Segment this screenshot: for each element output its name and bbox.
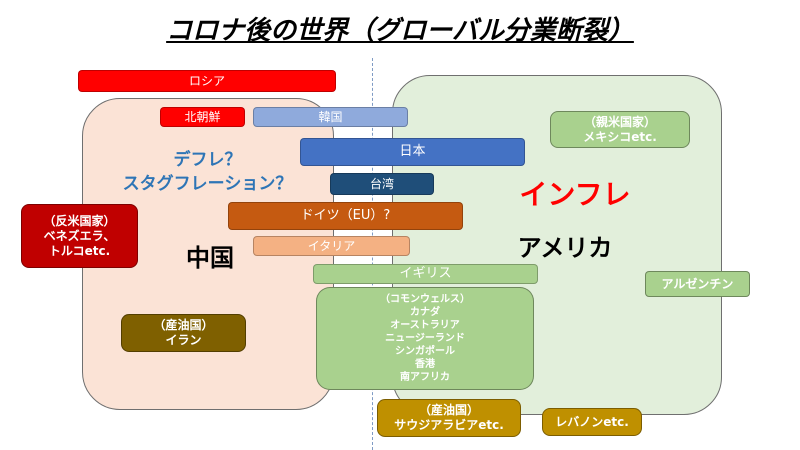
commonwealth-item: オーストラリア — [390, 320, 460, 331]
lebanon-label: レバノンetc. — [555, 414, 629, 429]
pro-us-item: メキシコetc. — [583, 129, 657, 144]
bar-japan: 日本 — [300, 138, 525, 166]
anti-us-item: トルコetc. — [48, 243, 111, 258]
bar-uk: イギリス — [313, 264, 538, 284]
page-title: コロナ後の世界（グローバル分業断裂） — [166, 16, 634, 46]
oil-iran-box: （産油国） イラン — [121, 314, 246, 352]
anti-us-header: （反米国家） — [43, 213, 116, 228]
commonwealth-item: シンガポール — [395, 346, 455, 357]
lebanon-box: レバノンetc. — [542, 408, 642, 436]
commonwealth-box: （コモンウェルス） カナダ オーストラリア ニュージーランド シンガポール 香港… — [316, 287, 534, 390]
bar-korea: 韓国 — [253, 107, 408, 127]
china-label: 中国 — [186, 244, 234, 272]
commonwealth-item: 香港 — [415, 359, 435, 370]
oil-iran-header: （産油国） — [153, 318, 214, 332]
china-status-line2: スタグフレーション？ — [122, 174, 293, 194]
oil-saudi-box: （産油国） サウジアラビアetc. — [377, 399, 521, 437]
oil-saudi-item: サウジアラビアetc. — [394, 418, 504, 432]
bar-italy: イタリア — [253, 236, 410, 256]
commonwealth-header: （コモンウェルス） — [380, 294, 470, 305]
oil-iran-item: イラン — [165, 333, 202, 347]
argentina-label: アルゼンチン — [661, 276, 734, 291]
usa-label: アメリカ — [517, 234, 613, 262]
bar-taiwan: 台湾 — [330, 173, 434, 195]
oil-saudi-header: （産油国） — [418, 403, 479, 417]
argentina-box: アルゼンチン — [645, 271, 750, 297]
china-status: デフレ？ スタグフレーション？ — [90, 148, 325, 196]
anti-us-item: ベネズエラ、 — [43, 228, 116, 243]
bar-north-korea: 北朝鮮 — [160, 107, 245, 127]
bar-russia: ロシア — [78, 70, 336, 92]
commonwealth-item: カナダ — [410, 307, 440, 318]
pro-us-box: （親米国家） メキシコetc. — [550, 111, 690, 148]
commonwealth-item: ニュージーランド — [385, 333, 465, 344]
commonwealth-item: 南アフリカ — [400, 372, 450, 383]
china-status-line1: デフレ？ — [173, 150, 242, 170]
inflation-label: インフレ — [519, 178, 631, 211]
pro-us-header: （親米国家） — [583, 114, 656, 129]
anti-us-box: （反米国家） ベネズエラ、 トルコetc. — [21, 204, 138, 268]
bar-germany: ドイツ（EU）? — [228, 202, 463, 230]
